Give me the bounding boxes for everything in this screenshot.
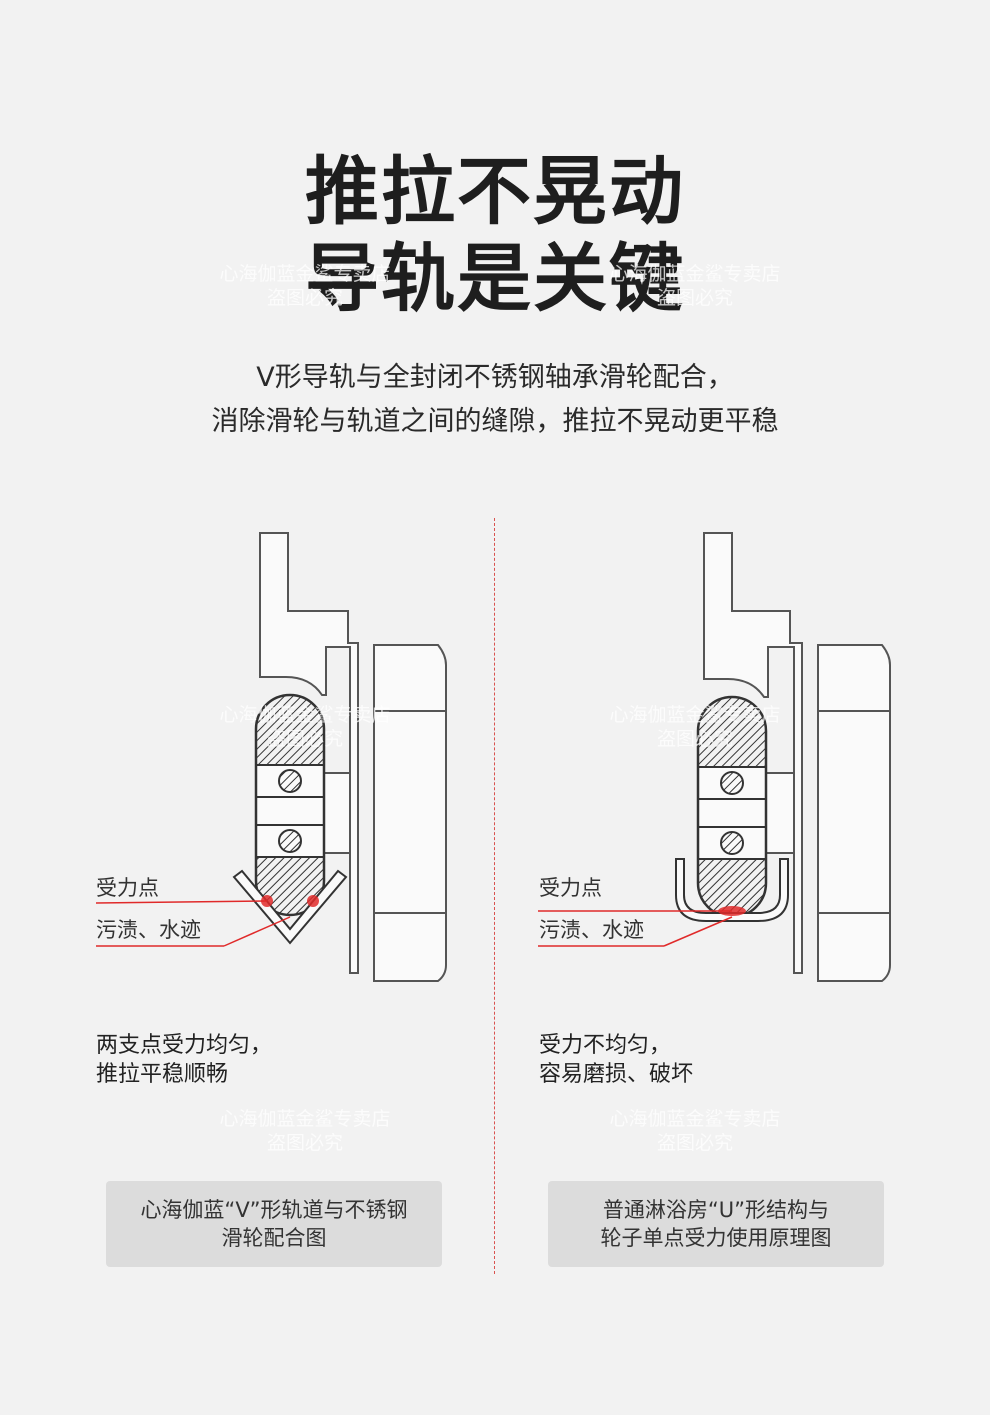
- bearing-icon: [720, 771, 744, 795]
- watermark: 心海伽蓝金鲨专卖店盗图必究: [609, 263, 781, 309]
- description-right: 受力不均匀， 容易磨损、破坏: [539, 1033, 694, 1087]
- force-point-label-right: 受力点: [539, 876, 602, 900]
- stain-label-right: 污渍、水迹: [539, 918, 644, 942]
- caption-left: 心海伽蓝“V”形轨道与不锈钢 滑轮配合图: [106, 1181, 442, 1267]
- page-title-line2: 导轨是关键: [305, 236, 685, 322]
- description-left: 两支点受力均匀， 推拉平稳顺畅: [96, 1033, 273, 1087]
- u-rail-diagram: [538, 532, 891, 982]
- watermark: 心海伽蓝金鲨专卖店盗图必究: [609, 704, 781, 750]
- watermark: 心海伽蓝金鲨专卖店盗图必究: [609, 1108, 781, 1154]
- wheel: [698, 697, 766, 917]
- watermark: 心海伽蓝金鲨专卖店盗图必究: [219, 263, 391, 309]
- bearing-icon: [278, 769, 302, 793]
- caption-right: 普通淋浴房“U”形结构与 轮子单点受力使用原理图: [548, 1181, 884, 1267]
- watermark: 心海伽蓝金鲨专卖店盗图必究: [219, 1108, 391, 1154]
- subtitle-line2: 消除滑轮与轨道之间的缝隙，推拉不晃动更平稳: [211, 406, 779, 437]
- subtitle-line1: V形导轨与全封闭不锈钢轴承滑轮配合，: [256, 362, 734, 393]
- stain-label-left: 污渍、水迹: [96, 918, 201, 942]
- frame-profile: [259, 532, 359, 974]
- v-rail: [232, 869, 348, 945]
- force-point-label-left: 受力点: [96, 876, 159, 900]
- frame-profile: [703, 532, 803, 974]
- bearing-icon: [720, 831, 744, 855]
- bearing-icon: [278, 829, 302, 853]
- door-block: [373, 644, 447, 982]
- door-block: [817, 644, 891, 982]
- v-rail-diagram: [95, 532, 447, 982]
- watermark: 心海伽蓝金鲨专卖店盗图必究: [219, 704, 391, 750]
- page-title-line1: 推拉不晃动: [305, 149, 685, 235]
- center-divider: [494, 518, 495, 1274]
